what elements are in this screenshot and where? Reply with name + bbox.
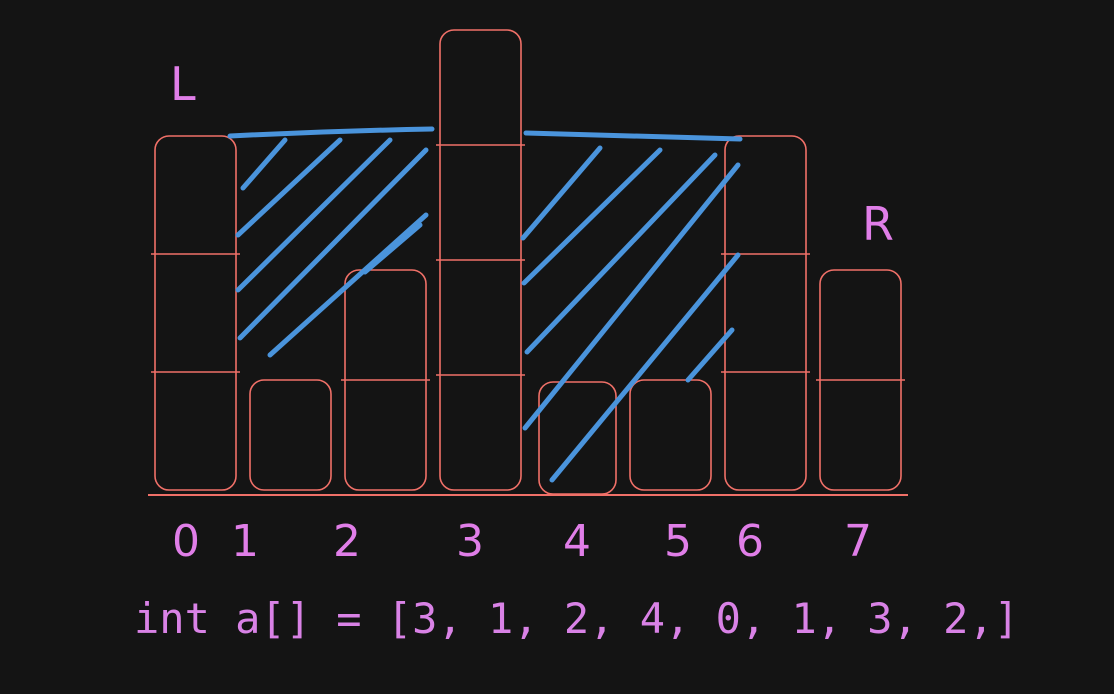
- index-label-5: 5: [664, 516, 692, 567]
- water-hatch-4: [267, 212, 429, 358]
- water-layer: [227, 126, 743, 483]
- water-hatch-2: [235, 137, 393, 293]
- index-label-2: 2: [333, 516, 361, 567]
- water-hatch-11: [685, 327, 735, 383]
- right-pointer-label: R: [862, 197, 894, 251]
- water-level-left: [227, 126, 435, 139]
- bar-0: [154, 135, 237, 491]
- water-hatch-7: [521, 147, 663, 286]
- index-label-0: 0: [172, 516, 200, 567]
- index-label-4: 4: [563, 516, 591, 567]
- bar-6: [724, 135, 807, 491]
- water-hatch-0: [240, 137, 288, 191]
- index-label-7: 7: [844, 516, 872, 567]
- bar-5: [629, 379, 712, 491]
- water-hatch-6: [520, 145, 603, 241]
- bar-1: [249, 379, 332, 491]
- water-hatch-3: [237, 147, 429, 341]
- water-hatch-8: [524, 152, 718, 355]
- water-hatch-1: [235, 137, 343, 238]
- water-hatch-9: [522, 162, 741, 431]
- water-hatch-5: [362, 222, 423, 275]
- left-pointer-label: L: [170, 57, 196, 111]
- bar-4: [538, 381, 617, 495]
- index-label-1: 1: [231, 516, 259, 567]
- water-level-right: [523, 130, 743, 142]
- water-hatch-10: [549, 252, 741, 483]
- index-label-3: 3: [456, 516, 484, 567]
- index-label-6: 6: [736, 516, 764, 567]
- array-declaration: int a[] = [3, 1, 2, 4, 0, 1, 3, 2,]: [134, 594, 1020, 643]
